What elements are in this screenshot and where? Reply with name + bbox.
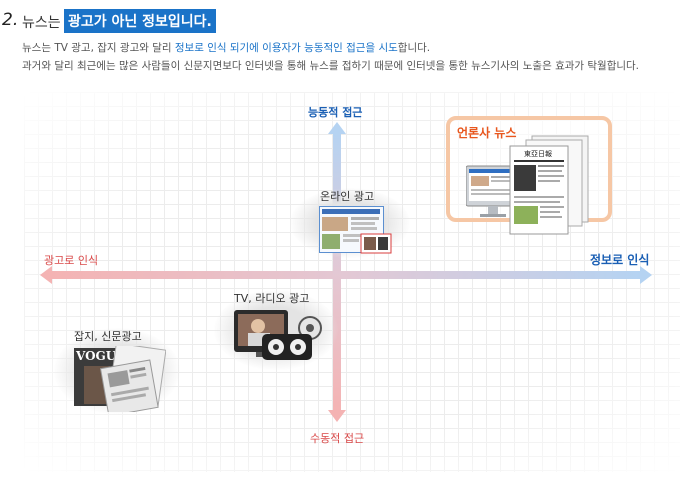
up-arrow-icon	[328, 122, 346, 134]
right-arrow-icon	[640, 266, 652, 284]
vertical-axis	[333, 132, 341, 412]
description-line-2: 과거와 달리 최근에는 많은 사람들이 신문지면보다 인터넷을 통해 뉴스를 접…	[22, 60, 640, 72]
axis-label-bottom: 수동적 접근	[310, 432, 365, 445]
magazine-label: 잡지, 신문광고	[74, 330, 142, 343]
online-ad-label: 온라인 광고	[320, 190, 375, 203]
description-highlight: 정보로 인식 되기에 이용자가 능동적인 접근을 시도	[174, 42, 398, 54]
description-text: 합니다.	[397, 42, 431, 54]
header: 2. 뉴스는 광고가 아닌 정보입니다. 뉴스는 TV 광고, 잡지 광고와 달…	[0, 0, 700, 80]
online-ad-image	[319, 206, 392, 254]
section-number: 2.	[2, 10, 19, 30]
axis-label-right: 정보로 인식	[590, 253, 650, 267]
tv-radio-image	[234, 310, 322, 360]
section-title-highlight: 광고가 아닌 정보입니다.	[64, 9, 216, 33]
press-news-label: 언론사 뉴스	[457, 126, 517, 140]
description-line-1: 뉴스는 TV 광고, 잡지 광고와 달리 정보로 인식 되기에 이용자가 능동적…	[22, 40, 430, 55]
svg-text:VOGUE: VOGUE	[75, 349, 125, 363]
description-text: 뉴스는 TV 광고, 잡지 광고와 달리	[22, 42, 175, 54]
left-arrow-icon	[40, 266, 52, 284]
axis-label-top: 능동적 접근	[308, 106, 363, 119]
section-title-prefix: 뉴스는	[22, 15, 61, 31]
axis-label-left: 광고로 인식	[44, 254, 99, 267]
tv-radio-label: TV, 라디오 광고	[234, 292, 310, 305]
svg-text:東亞日報: 東亞日報	[524, 149, 552, 158]
magazine-image: VOGUE	[74, 346, 166, 412]
press-news-image: 東亞日報	[466, 135, 589, 235]
down-arrow-icon	[328, 410, 346, 422]
horizontal-axis	[50, 271, 640, 279]
